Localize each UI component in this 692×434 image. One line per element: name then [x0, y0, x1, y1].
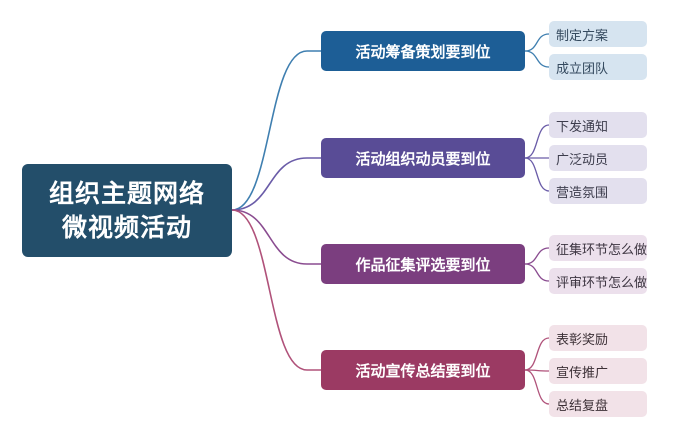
leaf-label: 表彰奖励 — [556, 332, 609, 348]
root-to-branch-edge — [231, 209, 321, 371]
branch-to-leaf-edge — [524, 33, 550, 52]
branch-to-leaf-edge — [524, 157, 550, 192]
leaf-label: 宣传推广 — [556, 365, 609, 381]
leaf-label: 征集环节怎么做 — [556, 242, 648, 258]
branch-selection-label: 作品征集评选要到位 — [355, 255, 491, 274]
leaf-label: 广泛动员 — [556, 152, 609, 168]
root-to-branch-edge — [231, 50, 321, 211]
leaf-label: 总结复盘 — [556, 398, 609, 414]
leaf-mobilize[interactable]: 广泛动员 — [549, 145, 647, 171]
leaf-promote[interactable]: 宣传推广 — [549, 358, 647, 384]
root-to-branch-edge — [231, 209, 321, 265]
leaf-summary[interactable]: 总结复盘 — [549, 391, 647, 417]
branch-mobilization-label: 活动组织动员要到位 — [355, 149, 491, 168]
leaf-label: 评审环节怎么做 — [556, 275, 648, 291]
root-topic-line-1: 组织主题网络 — [48, 178, 205, 208]
leaf-form-team[interactable]: 成立团队 — [549, 54, 647, 80]
leaf-collection[interactable]: 征集环节怎么做 — [549, 235, 647, 261]
branch-publicity-label: 活动宣传总结要到位 — [355, 361, 491, 380]
branch-to-leaf-edge — [524, 124, 550, 159]
leaf-atmosphere[interactable]: 营造氛围 — [549, 178, 647, 204]
root-topic-line-2: 微视频活动 — [61, 212, 192, 242]
leaf-issue-notice[interactable]: 下发通知 — [549, 112, 647, 138]
branch-selection[interactable]: 作品征集评选要到位 — [321, 244, 525, 284]
leaf-review[interactable]: 评审环节怎么做 — [549, 268, 647, 294]
root-topic[interactable]: 组织主题网络 微视频活动 — [22, 164, 232, 257]
branch-publicity[interactable]: 活动宣传总结要到位 — [321, 350, 525, 390]
root-to-branch-edge — [231, 157, 321, 211]
leaf-label: 营造氛围 — [556, 185, 609, 201]
branch-to-leaf-edge — [524, 263, 550, 282]
branch-planning[interactable]: 活动筹备策划要到位 — [321, 31, 525, 71]
branch-to-leaf-edge — [524, 369, 550, 405]
branch-to-leaf-edge — [524, 50, 550, 68]
branch-mobilization[interactable]: 活动组织动员要到位 — [321, 138, 525, 178]
branch-to-leaf-edge — [524, 247, 550, 265]
leaf-make-plan[interactable]: 制定方案 — [549, 21, 647, 47]
branch-planning-label: 活动筹备策划要到位 — [355, 42, 491, 61]
leaf-label: 下发通知 — [556, 119, 609, 135]
leaf-label: 成立团队 — [556, 61, 609, 77]
leaf-label: 制定方案 — [556, 28, 609, 44]
branch-to-leaf-edge — [524, 337, 550, 371]
leaf-award[interactable]: 表彰奖励 — [549, 325, 647, 351]
